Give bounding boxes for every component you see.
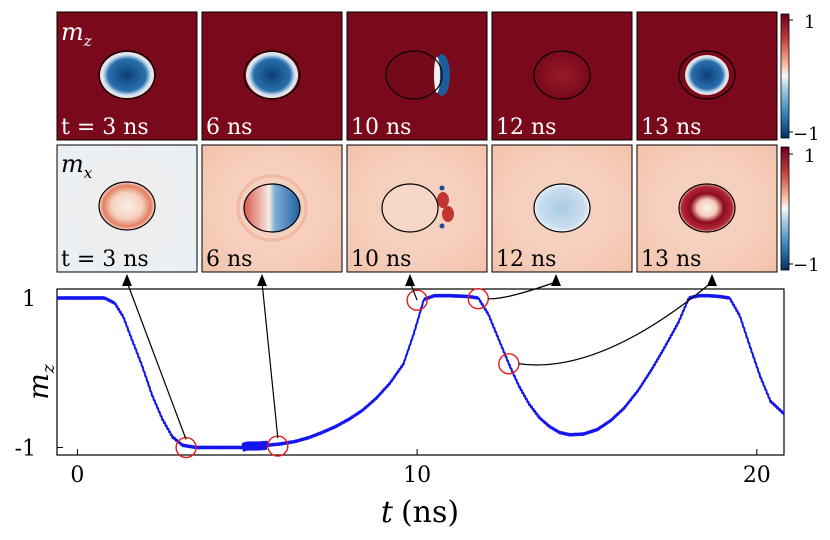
colorbar-min-label: −1 — [793, 255, 820, 276]
arrow-head — [551, 274, 561, 286]
annotation-arrow — [488, 281, 557, 300]
x-axis-label: t(ns) — [381, 495, 459, 530]
y-tick-label: 1 — [22, 287, 36, 312]
mx-row: mx t = 3 ns 6 ns 10 ns 12 ns — [56, 144, 820, 276]
mx-panel-4: 12 ns — [491, 144, 633, 273]
x-tick-label: 10 — [403, 463, 431, 488]
annotation-arrow — [126, 281, 187, 440]
mx-panel-3: 10 ns — [346, 144, 488, 273]
y-tick-label: -1 — [15, 437, 36, 462]
mx-colorbar: 1 −1 — [780, 146, 820, 276]
mz-row-label: mz — [61, 18, 92, 50]
time-label: 10 ns — [351, 247, 411, 272]
mx-row-label: mx — [61, 150, 93, 182]
time-label: 6 ns — [206, 247, 252, 272]
time-label: t = 3 ns — [61, 115, 149, 140]
time-label: 6 ns — [206, 115, 252, 140]
mz-panel-3: 10 ns — [346, 11, 488, 141]
time-label: 13 ns — [641, 115, 701, 140]
time-label: 10 ns — [351, 115, 411, 140]
x-tick-label: 20 — [743, 463, 771, 488]
colorbar-max-label: 1 — [804, 12, 815, 33]
vortex-core — [100, 52, 154, 98]
arrow-head — [405, 274, 415, 286]
time-label: t = 3 ns — [61, 247, 149, 272]
time-marker-circle — [406, 289, 428, 311]
mz-panel-2: 6 ns — [201, 11, 343, 141]
mz-colorbar: 1 −1 — [780, 12, 820, 145]
mx-panel-2: 6 ns — [201, 144, 343, 273]
axis-ticks: 0 10 20 1 -1 — [15, 287, 771, 488]
y-axis-label: mz — [22, 363, 59, 400]
arrow-head — [122, 274, 132, 286]
mz-row: mz t = 3 ns 6 ns 10 ns 12 ns 13 — [56, 11, 820, 145]
arrow-head — [707, 274, 717, 286]
colorbar-max-label: 1 — [804, 146, 815, 167]
mz-trace-chart: 0 10 20 1 -1 mz t(ns) — [15, 274, 785, 530]
mz-panel-5: 13 ns — [636, 11, 778, 141]
arrow-head — [257, 274, 267, 286]
plot-frame — [56, 288, 785, 456]
time-label: 12 ns — [496, 247, 556, 272]
mx-panel-5: 13 ns — [636, 144, 778, 273]
annotation-arrow — [261, 281, 279, 439]
time-label: 12 ns — [496, 115, 556, 140]
time-label: 13 ns — [641, 247, 701, 272]
mz-panel-4: 12 ns — [491, 11, 633, 141]
time-marker-circle — [175, 436, 197, 459]
mz-panel-1: mz t = 3 ns — [56, 11, 198, 141]
colorbar-min-label: −1 — [793, 124, 820, 145]
x-tick-label: 0 — [70, 463, 84, 488]
annotation-arrows — [122, 274, 717, 440]
mx-panel-1: mx t = 3 ns — [56, 144, 198, 273]
annotation-arrow — [518, 281, 713, 366]
